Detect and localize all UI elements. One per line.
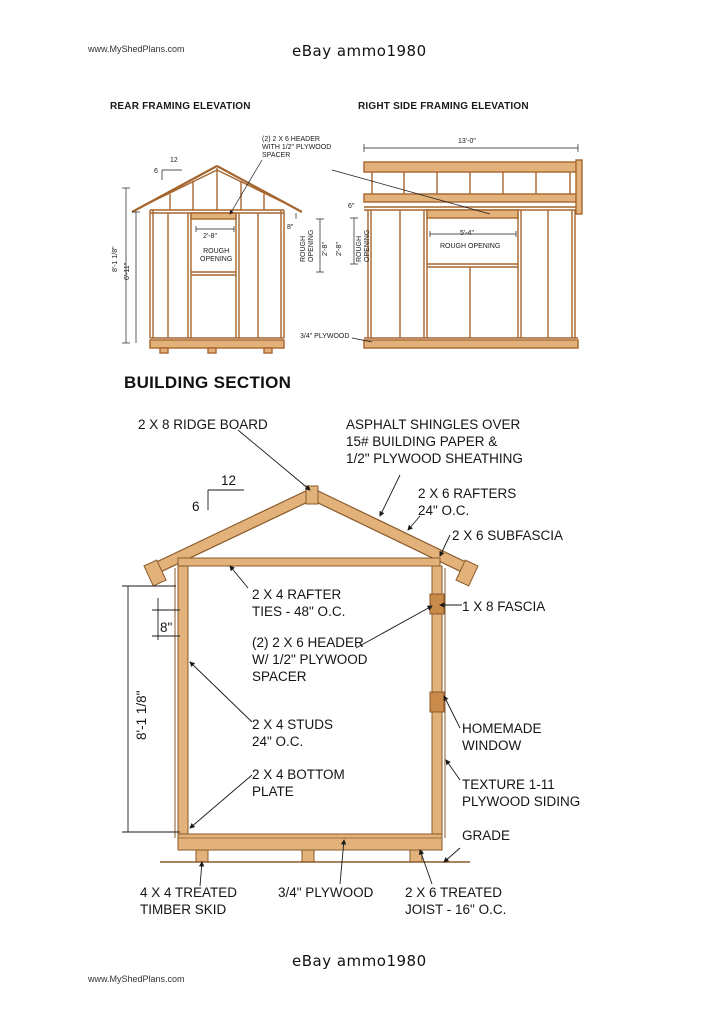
section-slope-rise: 6 bbox=[192, 499, 200, 514]
right-dimensions bbox=[331, 144, 579, 343]
rear-header-callout: (2) 2 X 6 HEADER WITH 1/2" PLYWOOD SPACE… bbox=[262, 136, 332, 159]
rear-elevation-drawing bbox=[131, 165, 303, 354]
right-overhang: 6" bbox=[348, 203, 355, 210]
rear-overall-height: 8'-1 1/8" bbox=[112, 246, 119, 272]
section-header-depth: 8" bbox=[160, 620, 173, 635]
siding-label: TEXTURE 1-11 PLYWOOD SIDING bbox=[462, 777, 581, 809]
rear-elevation-title: REAR FRAMING ELEVATION bbox=[110, 101, 251, 112]
skid-label: 4 X 4 TREATED TIMBER SKID bbox=[140, 885, 238, 917]
rear-dimensions bbox=[122, 159, 324, 344]
building-section-dimensions bbox=[122, 429, 462, 887]
rear-window-width: 2'-8" bbox=[203, 233, 217, 240]
rear-wall-height: 6'-11" bbox=[124, 262, 131, 280]
rear-slope-run: 12 bbox=[170, 157, 178, 164]
section-slope-run: 12 bbox=[221, 473, 237, 488]
rear-opening-vertical: ROUGH OPENING bbox=[300, 229, 315, 262]
right-window-width: 5'-4" bbox=[460, 230, 474, 237]
right-floor-callout: 3/4" PLYWOOD bbox=[300, 333, 350, 340]
site-url-bottom: www.MyShedPlans.com bbox=[88, 974, 185, 984]
grade-label: GRADE bbox=[462, 828, 511, 843]
right-elevation-title: RIGHT SIDE FRAMING ELEVATION bbox=[358, 101, 529, 112]
studs-label: 2 X 4 STUDS 24" O.C. bbox=[252, 717, 334, 749]
window-label: HOMEMADE WINDOW bbox=[462, 721, 542, 753]
section-overall-height: 8'-1 1/8" bbox=[134, 690, 149, 740]
right-length: 13'-0" bbox=[458, 138, 476, 145]
right-elevation-drawing bbox=[363, 159, 583, 349]
rear-header-depth: 8" bbox=[287, 224, 294, 231]
right-window-height: 2'-8" bbox=[336, 242, 343, 256]
plywood-label: 3/4" PLYWOOD bbox=[278, 885, 374, 900]
rear-slope-rise: 6 bbox=[154, 168, 158, 175]
site-url-top: www.MyShedPlans.com bbox=[88, 44, 185, 54]
building-section-drawing bbox=[143, 485, 479, 863]
watermark-top: eBay ammo1980 bbox=[292, 42, 427, 60]
joist-label: 2 X 6 TREATED JOIST - 16" O.C. bbox=[405, 885, 507, 917]
rafters-label: 2 X 6 RAFTERS 24" O.C. bbox=[418, 486, 517, 518]
right-rough-opening: ROUGH OPENING bbox=[440, 243, 501, 250]
watermark-bottom: eBay ammo1980 bbox=[292, 952, 427, 970]
right-opening-vertical: ROUGH OPENING bbox=[356, 229, 371, 262]
rear-window-height: 2'-8" bbox=[322, 242, 329, 256]
subfascia-label: 2 X 6 SUBFASCIA bbox=[452, 528, 564, 543]
building-section-title: BUILDING SECTION bbox=[124, 373, 292, 392]
rafter-ties-label: 2 X 4 RAFTER TIES - 48" O.C. bbox=[252, 587, 346, 619]
bottom-plate-label: 2 X 4 BOTTOM PLATE bbox=[252, 767, 345, 799]
header-label: (2) 2 X 6 HEADER W/ 1/2" PLYWOOD SPACER bbox=[252, 635, 368, 684]
fascia-label: 1 X 8 FASCIA bbox=[462, 599, 546, 614]
rear-rough-opening: ROUGH OPENING bbox=[200, 248, 233, 263]
ridge-board-label: 2 X 8 RIDGE BOARD bbox=[138, 417, 268, 432]
shingles-label: ASPHALT SHINGLES OVER 15# BUILDING PAPER… bbox=[346, 417, 523, 466]
